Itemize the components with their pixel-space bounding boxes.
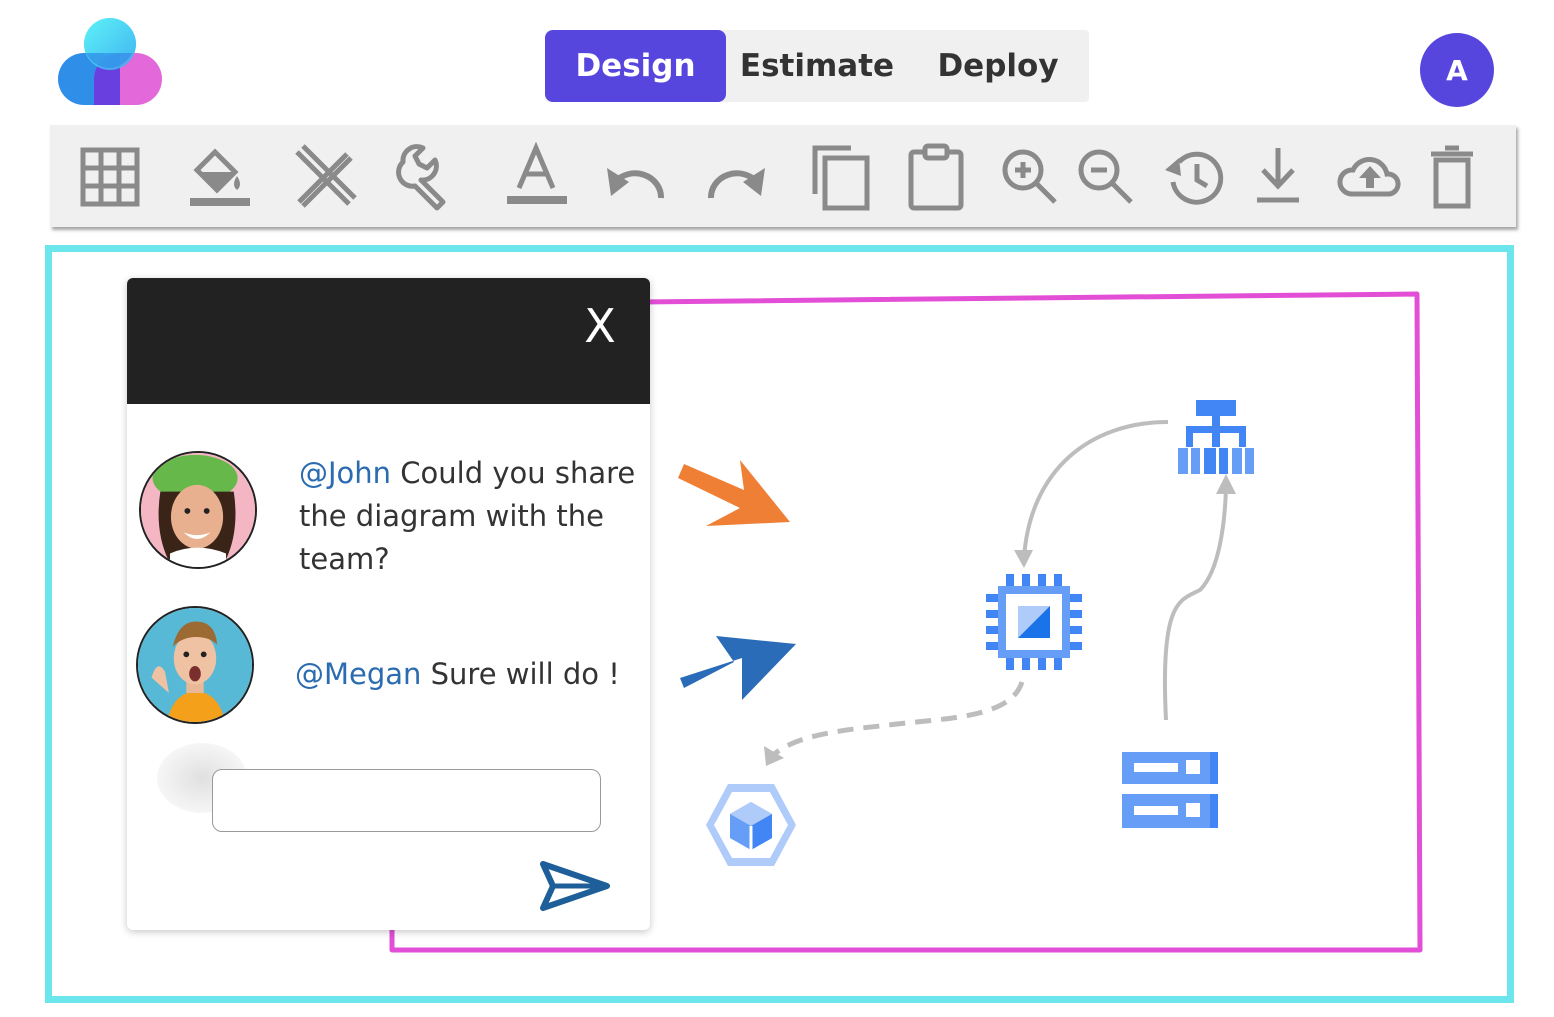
cloud-logo-icon	[56, 18, 164, 108]
load-balancer-icon[interactable]	[1176, 398, 1256, 476]
user-avatar[interactable]: A	[1420, 33, 1494, 107]
storage-icon[interactable]	[1120, 750, 1220, 830]
avatar-john-message-author	[139, 451, 257, 569]
container-engine-icon[interactable]	[704, 780, 798, 870]
download-icon[interactable]	[1240, 139, 1316, 215]
paint-bucket-icon[interactable]	[180, 139, 256, 215]
history-icon[interactable]	[1156, 139, 1232, 215]
text-color-icon[interactable]	[498, 139, 574, 215]
send-icon[interactable]	[539, 860, 611, 912]
undo-icon[interactable]	[598, 139, 674, 215]
ruler-pencil-icon[interactable]	[286, 139, 362, 215]
compute-engine-icon[interactable]	[984, 572, 1084, 672]
zoom-in-icon[interactable]	[992, 139, 1068, 215]
zoom-out-icon[interactable]	[1068, 139, 1144, 215]
chat-message-input[interactable]	[212, 769, 601, 832]
cloud-upload-icon[interactable]	[1332, 139, 1408, 215]
grid-icon[interactable]	[72, 139, 148, 215]
chat-header: X	[127, 278, 650, 404]
tab-deploy[interactable]: Deploy	[937, 48, 1059, 84]
tab-design[interactable]: Design	[545, 30, 726, 102]
redo-icon[interactable]	[698, 139, 774, 215]
close-button[interactable]: X	[584, 299, 616, 353]
mention-john[interactable]: @John	[299, 456, 392, 490]
mention-megan[interactable]: @Megan	[295, 657, 422, 691]
toolbar	[50, 125, 1516, 227]
avatar-megan-message-author	[136, 606, 254, 724]
view-tabs: Design Estimate Deploy	[545, 30, 1089, 102]
copy-icon[interactable]	[802, 139, 878, 215]
delete-icon[interactable]	[1414, 139, 1490, 215]
tab-estimate[interactable]: Estimate	[739, 48, 895, 84]
wrench-icon[interactable]	[390, 139, 466, 215]
paste-icon[interactable]	[898, 139, 974, 215]
chat-panel: X @John Could you share the diagram with…	[127, 278, 650, 930]
message-megan: @Megan Sure will do !	[295, 657, 620, 691]
message-john: @John Could you share the diagram with t…	[299, 456, 636, 576]
